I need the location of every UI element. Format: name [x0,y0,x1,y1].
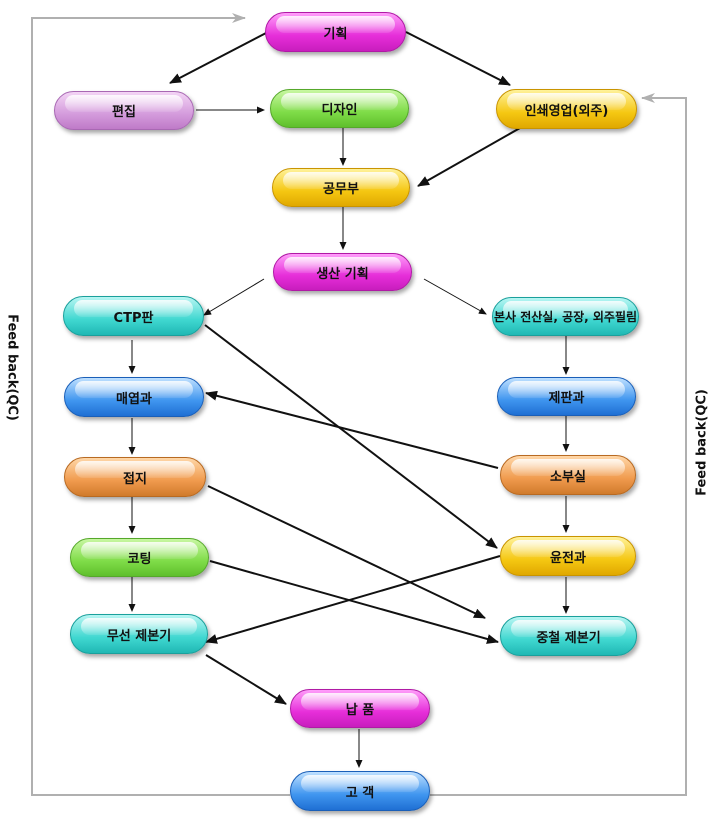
feedback-left-loop [31,13,290,796]
node-small-dept[interactable]: 소부실 [500,455,636,495]
arrow-print-sales-to-prepress [417,127,521,187]
feedback-left-label: Feed back(QC) [4,314,20,421]
arrow-folding-to-saddle-binder [207,485,486,619]
arrow-plan-to-print-sales [405,31,511,86]
node-edit-label: 편집 [112,105,136,120]
node-delivery-label: 납 품 [345,703,375,718]
node-small-dept-label: 소부실 [550,469,586,485]
node-edit[interactable]: 편집 [54,91,194,130]
node-customer-label: 고 객 [345,785,375,801]
node-customer[interactable]: 고 객 [290,771,430,811]
node-hq-output-label: 본사 전산실, 공장, 외주필림 [493,310,638,324]
arrow-web-dept-to-perfect-binder [205,555,501,644]
node-design-label: 디자인 [321,103,358,118]
node-design[interactable]: 디자인 [270,89,409,128]
node-perfect-binder-label: 무선 제본기 [106,628,172,644]
node-hq-output[interactable]: 본사 전산실, 공장, 외주필림 [492,297,639,336]
node-ctp-label: CTP판 [113,310,154,326]
node-plan[interactable]: 기획 [265,12,406,52]
node-delivery[interactable]: 납 품 [290,689,430,728]
node-plan-label: 기획 [323,26,348,42]
node-ctp[interactable]: CTP판 [63,296,204,336]
node-prepress-label: 공무부 [323,182,359,197]
arrow-small-dept-to-sales-dept [205,390,499,469]
arrow-production-plan-to-ctp [203,278,265,316]
node-prepress[interactable]: 공무부 [272,168,410,207]
arrow-coating-to-saddle-binder [209,560,499,644]
node-perfect-binder[interactable]: 무선 제본기 [70,614,208,654]
node-sales-dept[interactable]: 매엽과 [64,377,204,417]
node-saddle-binder-label: 중철 제본기 [536,630,601,646]
node-production-plan-label: 생산 기획 [316,266,369,282]
arrow-perfect-binder-to-delivery [205,654,287,705]
node-print-sales[interactable]: 인쇄영업(외주) [496,89,637,129]
arrow-ctp-to-web-dept [204,324,498,549]
arrow-production-plan-to-hq [423,278,487,315]
node-web-dept-label: 윤전과 [550,550,586,566]
node-folding-label: 접지 [123,471,147,487]
node-sales-dept-label: 매엽과 [116,391,152,407]
node-web-dept[interactable]: 윤전과 [500,536,636,576]
node-print-sales-label: 인쇄영업(외주) [524,103,609,119]
node-coating[interactable]: 코팅 [70,538,209,577]
node-folding[interactable]: 접지 [64,457,206,497]
arrow-plan-to-edit [169,31,269,84]
node-production-plan[interactable]: 생산 기획 [273,253,412,291]
node-saddle-binder[interactable]: 중철 제본기 [500,616,637,656]
feedback-right-loop [430,93,687,796]
feedback-right-label: Feed back(QC) [694,389,710,496]
node-coating-label: 코팅 [127,552,152,567]
node-plate-dept-label: 제판과 [548,391,585,406]
node-plate-dept[interactable]: 제판과 [497,377,636,416]
